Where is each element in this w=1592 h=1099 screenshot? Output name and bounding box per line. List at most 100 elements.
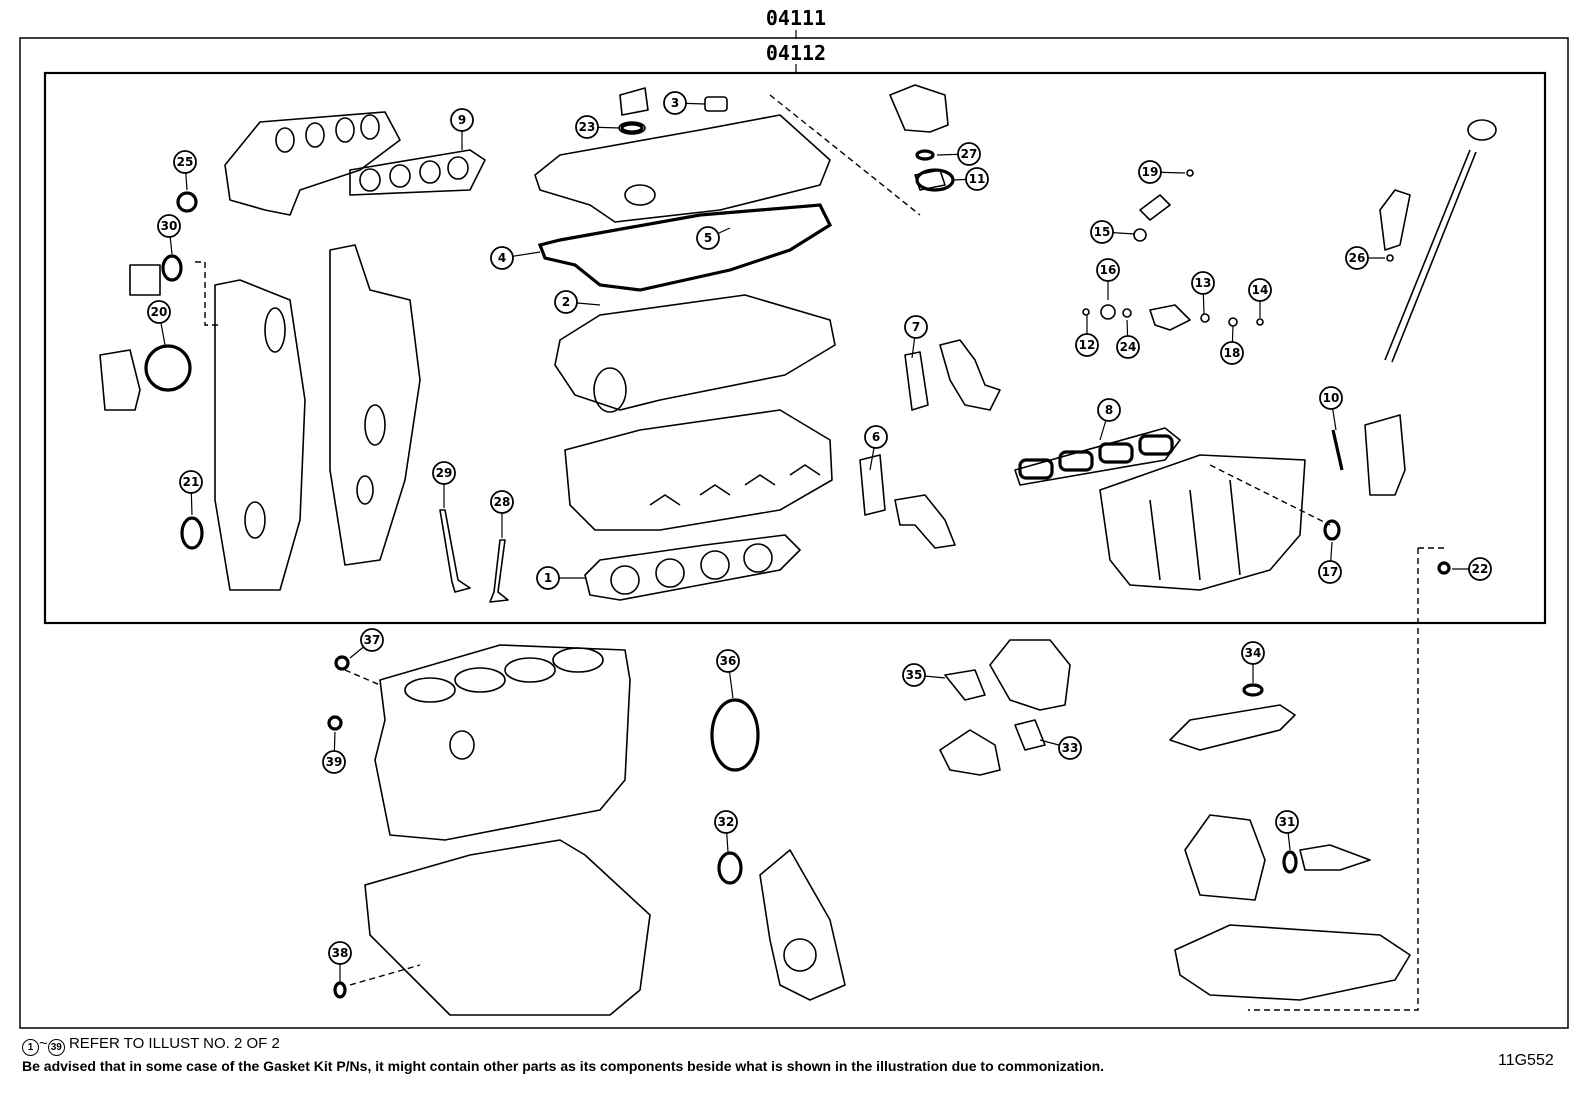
callout-36[interactable]: 36 <box>716 649 740 699</box>
o-ring-30 <box>161 254 183 282</box>
callout-label-21: 21 <box>183 475 200 489</box>
oil-seal-32 <box>717 851 743 885</box>
callout-9[interactable]: 9 <box>450 108 474 150</box>
callout-33[interactable]: 33 <box>1039 736 1082 760</box>
egr-parts <box>939 639 1071 776</box>
callout-26[interactable]: 26 <box>1345 246 1385 270</box>
callout-39[interactable]: 39 <box>322 731 346 774</box>
callout-circle-25 <box>173 150 197 174</box>
callout-label-6: 6 <box>872 430 880 444</box>
callout-circle-35 <box>902 663 926 687</box>
callout-circle-18 <box>1220 341 1244 365</box>
callout-circle-14 <box>1248 278 1272 302</box>
callout-label-14: 14 <box>1252 283 1269 297</box>
oil-pump-housing <box>759 849 846 1001</box>
callout-label-20: 20 <box>151 305 168 319</box>
callout-21[interactable]: 21 <box>179 470 203 516</box>
ring-39 <box>327 715 343 731</box>
callout-circle-8 <box>1097 398 1121 422</box>
callout-label-12: 12 <box>1079 338 1096 352</box>
callout-2[interactable]: 2 <box>554 290 601 314</box>
callout-5[interactable]: 5 <box>696 226 731 250</box>
callout-6[interactable]: 6 <box>864 425 888 471</box>
callout-circle-13 <box>1191 271 1215 295</box>
range-separator: ~ <box>39 1035 48 1052</box>
camshaft-housing <box>554 294 836 413</box>
callout-label-19: 19 <box>1142 165 1159 179</box>
callout-label-28: 28 <box>494 495 511 509</box>
callout-circle-37 <box>360 628 384 652</box>
cylinder-head-cover <box>534 87 831 223</box>
callout-34[interactable]: 34 <box>1241 641 1265 683</box>
dashed-leader-head-cover <box>769 94 921 216</box>
callout-11[interactable]: 11 <box>952 167 989 191</box>
water-pump <box>1184 814 1371 901</box>
callout-circle-28 <box>490 490 514 514</box>
callout-28[interactable]: 28 <box>490 490 514 538</box>
seal-27 <box>915 149 935 161</box>
callout-30[interactable]: 30 <box>157 214 181 255</box>
callout-16[interactable]: 16 <box>1096 258 1120 300</box>
callout-24[interactable]: 24 <box>1116 319 1140 359</box>
kit-number-outer[interactable]: 04111 <box>766 6 826 30</box>
oil-pan-upper <box>364 839 651 1016</box>
callout-20[interactable]: 20 <box>147 300 171 346</box>
outer-kit-frame <box>19 37 1569 1029</box>
timing-chain-cover <box>99 244 421 591</box>
callout-27[interactable]: 27 <box>936 142 981 166</box>
cylinder-head-gasket <box>584 534 801 601</box>
callout-7[interactable]: 7 <box>904 315 928 359</box>
callout-label-23: 23 <box>579 120 596 134</box>
callout-1[interactable]: 1 <box>536 566 585 590</box>
callout-label-1: 1 <box>544 571 552 585</box>
callout-31[interactable]: 31 <box>1275 810 1299 851</box>
callout-label-4: 4 <box>498 251 506 265</box>
callout-circle-12 <box>1075 333 1099 357</box>
callout-22[interactable]: 22 <box>1452 557 1492 581</box>
callout-label-32: 32 <box>718 815 735 829</box>
gasket-10 <box>1331 429 1344 471</box>
callout-circle-30 <box>157 214 181 238</box>
kit-number-inner[interactable]: 04112 <box>766 41 826 65</box>
callout-32[interactable]: 32 <box>714 810 738 853</box>
range-end-callout: 39 <box>47 1039 65 1056</box>
callout-label-16: 16 <box>1100 263 1117 277</box>
callout-circle-3 <box>663 91 687 115</box>
callout-35[interactable]: 35 <box>902 663 946 687</box>
callout-38[interactable]: 38 <box>328 941 352 982</box>
callout-circle-31 <box>1275 810 1299 834</box>
callout-circle-38 <box>328 941 352 965</box>
gasket-34 <box>1242 683 1264 697</box>
callout-13[interactable]: 13 <box>1191 271 1215 315</box>
callout-8[interactable]: 8 <box>1097 398 1121 441</box>
range-start-callout: 1 <box>22 1039 39 1056</box>
callout-circle-23 <box>575 115 599 139</box>
intake-manifold-gasket <box>1014 427 1181 486</box>
callout-label-24: 24 <box>1120 340 1137 354</box>
callout-3[interactable]: 3 <box>663 91 706 115</box>
callout-14[interactable]: 14 <box>1248 278 1272 318</box>
o-ring-31 <box>1282 850 1298 874</box>
callout-label-9: 9 <box>458 113 466 127</box>
callout-29[interactable]: 29 <box>432 461 456 508</box>
callout-25[interactable]: 25 <box>173 150 197 191</box>
callout-15[interactable]: 15 <box>1090 220 1136 244</box>
callout-label-17: 17 <box>1322 565 1339 579</box>
callout-12[interactable]: 12 <box>1075 315 1099 357</box>
callout-19[interactable]: 19 <box>1138 160 1186 184</box>
callout-label-36: 36 <box>720 654 737 668</box>
callout-37[interactable]: 37 <box>349 628 384 659</box>
callout-label-35: 35 <box>906 668 923 682</box>
oil-pan-lower <box>1174 924 1411 1001</box>
callout-4[interactable]: 4 <box>490 246 541 270</box>
callout-circle-29 <box>432 461 456 485</box>
callout-label-25: 25 <box>177 155 194 169</box>
callout-circle-27 <box>957 142 981 166</box>
callout-10[interactable]: 10 <box>1319 386 1343 431</box>
callout-label-7: 7 <box>912 320 920 334</box>
callout-23[interactable]: 23 <box>575 115 621 139</box>
callout-17[interactable]: 17 <box>1318 541 1342 584</box>
illustration-id: 11G552 <box>1498 1052 1554 1069</box>
callout-18[interactable]: 18 <box>1220 325 1244 365</box>
